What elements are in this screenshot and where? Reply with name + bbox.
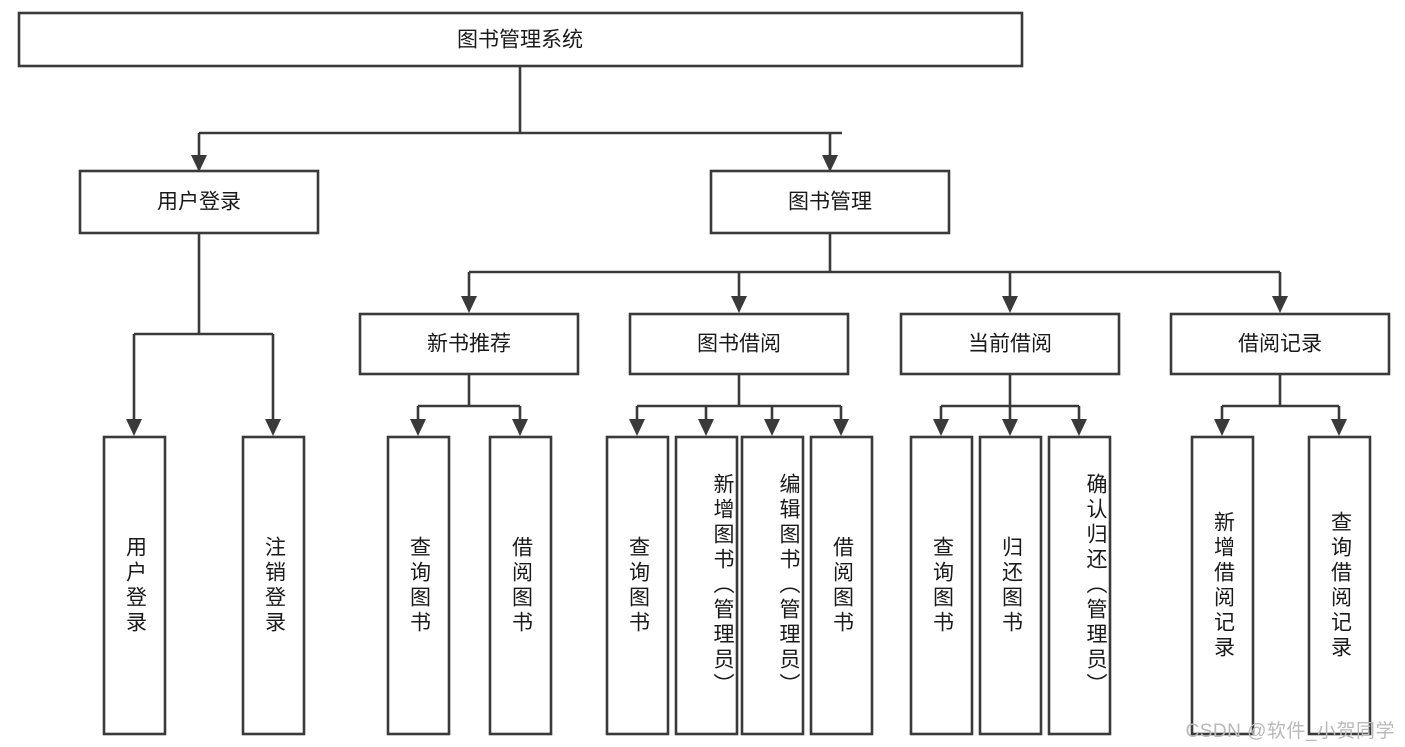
leaf-node-query-book-recommend[interactable] xyxy=(386,435,451,736)
node-label: 当前借阅 xyxy=(968,333,1052,356)
connector-book-management-to-level3 xyxy=(461,233,1288,313)
node-root-system[interactable]: 图书管理系统 xyxy=(17,11,1024,68)
connector-root-to-level2 xyxy=(191,66,842,172)
connector-book-borrow-to-leaves xyxy=(629,374,849,436)
node-label: 新书推荐 xyxy=(427,333,511,356)
connector-borrow-records-to-leaves xyxy=(1214,374,1347,436)
leaf-node-query-book-borrow[interactable] xyxy=(605,435,670,736)
csdn-watermark: CSDN @软件_小贺同学 xyxy=(1185,721,1395,742)
node-label: 图书借阅 xyxy=(697,333,781,356)
node-current-borrow[interactable]: 当前借阅 xyxy=(899,312,1121,376)
leaf-node-query-borrow-record[interactable] xyxy=(1307,435,1372,736)
page-title: 图书管理系统 xyxy=(457,29,583,52)
leaf-node-borrow-book[interactable] xyxy=(809,435,874,736)
node-user-login[interactable]: 用户登录 xyxy=(78,169,320,235)
node-label: 借阅记录 xyxy=(1238,333,1322,356)
node-borrow-records[interactable]: 借阅记录 xyxy=(1169,312,1391,376)
node-book-management[interactable]: 图书管理 xyxy=(709,169,951,235)
leaf-node-logout[interactable] xyxy=(241,435,306,736)
node-book-borrow[interactable]: 图书借阅 xyxy=(628,312,850,376)
node-label: 用户登录 xyxy=(157,191,241,214)
leaf-node-return-book[interactable] xyxy=(978,435,1043,736)
leaf-node-query-book-current[interactable] xyxy=(909,435,974,736)
connector-new-book-to-leaves xyxy=(410,374,528,436)
leaf-node-add-book-admin[interactable] xyxy=(674,435,739,736)
leaf-node-add-borrow-record[interactable] xyxy=(1190,435,1255,736)
leaf-node-user-login[interactable] xyxy=(102,435,167,736)
leaf-node-edit-book-admin[interactable] xyxy=(740,435,805,736)
node-label: 图书管理 xyxy=(788,191,872,214)
leaf-node-confirm-return-admin[interactable] xyxy=(1047,435,1112,736)
node-new-book-recommend[interactable]: 新书推荐 xyxy=(358,312,580,376)
leaf-node-borrow-book-recommend[interactable] xyxy=(488,435,553,736)
connector-current-borrow-to-leaves xyxy=(933,374,1087,436)
connector-user-login-to-leaves xyxy=(126,233,281,436)
